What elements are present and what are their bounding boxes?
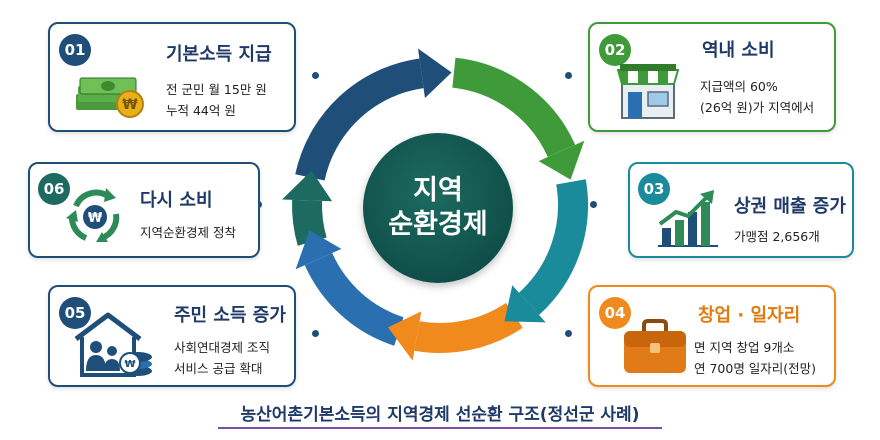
step-title: 상권 매출 증가 <box>734 196 846 217</box>
step-detail: 연 700명 일자리(전망) <box>694 361 817 376</box>
growth-chart-icon <box>656 188 720 252</box>
step-card-respending: 06 ₩ 다시 소비 지역순환경제 정착 <box>28 162 260 258</box>
step-card-startups-jobs: 04 창업 · 일자리 면 지역 창업 9개소 연 700명 일자리(전망) <box>588 285 836 387</box>
step-title: 역내 소비 <box>702 40 775 61</box>
connector-dot <box>565 72 572 79</box>
step-title: 기본소득 지급 <box>166 44 272 65</box>
cycle-arrow-4-to-5-head <box>388 311 422 361</box>
svg-text:₩: ₩ <box>88 211 103 226</box>
center-circle: 지역 순환경제 <box>363 133 513 283</box>
step-detail: 지역순환경제 정착 <box>140 225 236 240</box>
step-number-badge: 02 <box>599 34 631 66</box>
diagram-caption: 농산어촌기본소득의 지역경제 선순환 구조(정선군 사례) <box>240 405 640 425</box>
step-detail: 지급액의 60% <box>700 79 778 94</box>
step-number-badge: 01 <box>59 34 91 66</box>
step-detail: 면 지역 창업 9개소 <box>694 340 795 355</box>
connector-dot <box>312 72 319 79</box>
svg-text:₩: ₩ <box>122 97 138 113</box>
cycle-arrow-5-to-6 <box>304 252 404 346</box>
cycle-arrow-6-to-1-head <box>282 170 333 202</box>
money-stack-icon: ₩ <box>72 64 152 124</box>
step-title: 창업 · 일자리 <box>698 305 801 326</box>
center-title-line2: 순환경제 <box>388 209 488 240</box>
step-card-resident-income: 05 ₩ 주민 소득 증가 사회연대경제 조직 서비스 공급 확대 <box>48 285 296 387</box>
cycle-arrow-2-to-3 <box>451 57 576 158</box>
step-number-badge: 06 <box>38 173 70 205</box>
cycle-arrow-4-to-5 <box>414 302 523 353</box>
step-detail: 전 군민 월 15만 원 <box>166 82 267 97</box>
step-number-badge: 03 <box>638 173 670 205</box>
cycle-arrow-3-to-4-head <box>504 285 546 323</box>
connector-dot <box>590 201 597 208</box>
recycle-won-icon: ₩ <box>62 184 128 254</box>
step-detail: 누적 44억 원 <box>166 103 236 118</box>
connector-dot <box>312 330 319 337</box>
step-detail: 가맹점 2,656개 <box>734 229 820 244</box>
center-title-line1: 지역 <box>413 175 463 207</box>
step-card-basic-income: 01 ₩ 기본소득 지급 전 군민 월 15만 원 누적 44억 원 <box>48 22 296 132</box>
storefront-icon <box>614 56 682 126</box>
cycle-arrow-3-to-4 <box>518 179 588 315</box>
caption-underline <box>218 427 662 429</box>
svg-text:₩: ₩ <box>124 359 135 370</box>
step-detail: (26억 원)가 지역에서 <box>700 100 815 115</box>
cycle-arrow-2-to-3-head <box>538 140 585 180</box>
step-number-badge: 04 <box>599 297 631 329</box>
cycle-arrow-5-to-6-head <box>295 230 342 270</box>
step-card-local-spending: 02 역내 소비 지급액의 60% (26억 원)가 지역에서 <box>588 22 836 132</box>
briefcase-icon <box>622 319 688 379</box>
step-card-sales-growth: 03 상권 매출 증가 가맹점 2,656개 <box>628 162 854 258</box>
step-title: 주민 소득 증가 <box>174 305 286 326</box>
cycle-arrow-1-to-2-head <box>418 48 452 99</box>
step-number-badge: 05 <box>59 297 91 329</box>
cycle-arrow-1-to-2 <box>295 58 424 181</box>
household-income-icon: ₩ <box>72 309 158 383</box>
step-detail: 사회연대경제 조직 <box>174 340 270 355</box>
step-title: 다시 소비 <box>140 190 213 211</box>
step-detail: 서비스 공급 확대 <box>174 361 263 376</box>
connector-dot <box>565 330 572 337</box>
